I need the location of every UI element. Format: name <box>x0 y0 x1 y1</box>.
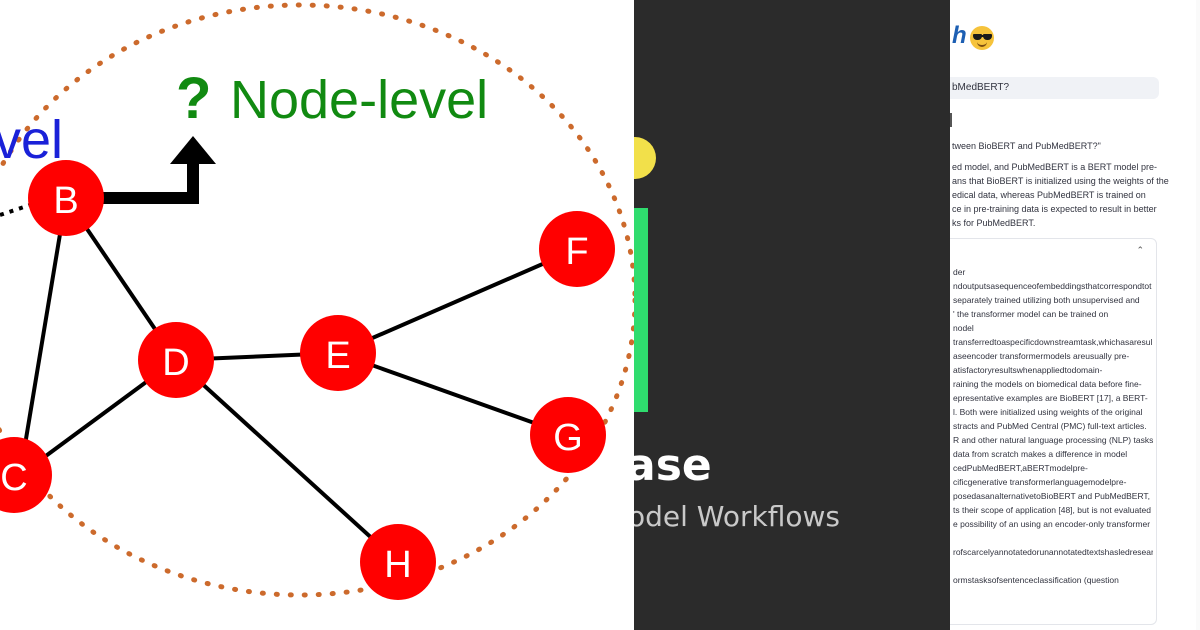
text-cursor <box>950 113 952 127</box>
svg-text:H: H <box>384 544 411 586</box>
node-d: D <box>138 322 214 398</box>
arrow-shaft <box>100 160 199 204</box>
graph-diagram-panel: ? Node-level vel B C D E F G H <box>0 2 634 600</box>
edge-dotted-left <box>0 203 31 217</box>
yellow-dot <box>634 137 656 179</box>
context-expander[interactable]: ⌃ der ndoutputsasequenceofembeddingsthat… <box>950 238 1157 625</box>
sunglasses-emoji-icon <box>970 26 994 50</box>
question-input[interactable]: bMedBERT? <box>950 77 1159 99</box>
svg-text:C: C <box>0 457 27 499</box>
thumbnail-title: ase <box>634 440 712 491</box>
graph-diagram: ? Node-level vel B C D E F G H <box>0 2 634 600</box>
svg-text:F: F <box>565 231 588 273</box>
scrollbar[interactable] <box>1196 0 1200 630</box>
qa-app-panel: h bMedBERT? tween BioBERT and PubMedBERT… <box>950 0 1200 630</box>
edge-d-h <box>174 358 400 564</box>
question-mark: ? <box>176 66 211 131</box>
chevron-up-icon[interactable]: ⌃ <box>1136 245 1144 255</box>
edge-e-g <box>337 351 569 437</box>
video-thumbnail-panel: ase odel Workflows <box>634 0 950 630</box>
dotted-boundary <box>0 2 634 598</box>
thumbnail-subtitle: odel Workflows <box>634 500 840 533</box>
context-text: der ndoutputsasequenceofembeddingsthatco… <box>953 267 1153 585</box>
arrow-up-icon <box>170 136 216 164</box>
graph-edges <box>18 196 578 564</box>
edge-b-c <box>18 197 68 476</box>
edge-e-f <box>337 247 578 355</box>
node-e: E <box>300 315 376 391</box>
green-bar <box>634 208 648 412</box>
svg-text:E: E <box>325 335 350 377</box>
svg-text:B: B <box>53 180 78 222</box>
question-echo: tween BioBERT and PubMedBERT?" <box>952 141 1101 151</box>
node-g: G <box>530 397 606 473</box>
left-level-label: vel <box>0 110 63 170</box>
node-h: H <box>360 524 436 600</box>
node-level-label: Node-level <box>230 70 488 130</box>
svg-text:D: D <box>162 342 189 384</box>
svg-text:G: G <box>553 417 583 459</box>
node-f: F <box>539 211 615 287</box>
app-title: h <box>952 22 967 49</box>
node-c: C <box>0 437 52 513</box>
answer-text: ed model, and PubMedBERT is a BERT model… <box>952 162 1169 228</box>
node-b: B <box>28 160 104 236</box>
